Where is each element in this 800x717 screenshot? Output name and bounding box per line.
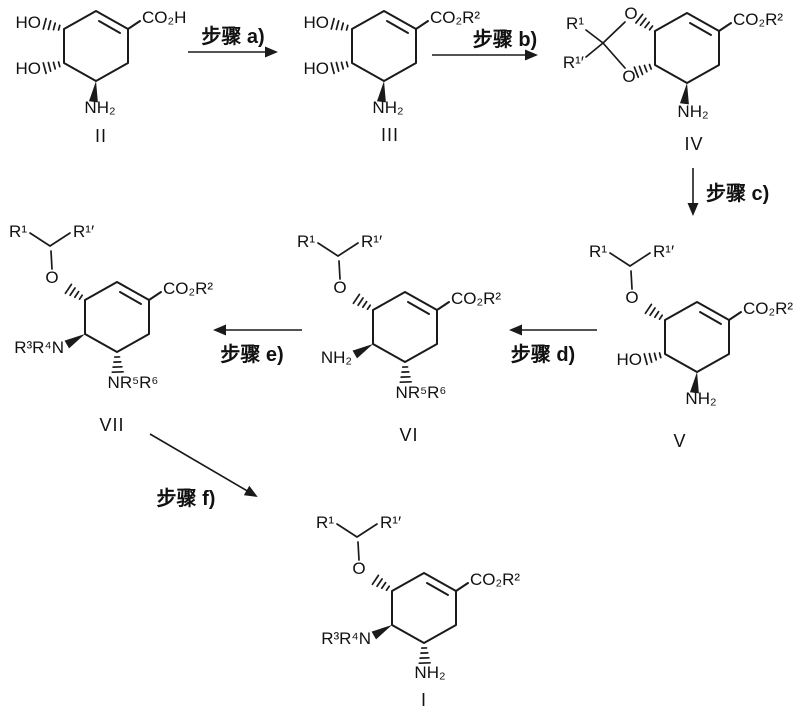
r1-prime-label: R¹′	[380, 513, 401, 532]
structure-III: CO₂R² HO HO NH₂ III	[304, 8, 481, 145]
hashed-bond	[42, 17, 62, 34]
amine-label: NH₂	[685, 389, 716, 408]
compound-number: III	[381, 125, 399, 145]
compound-number: VI	[399, 425, 418, 445]
hashed-bond	[633, 60, 654, 79]
dioxolane-bonds	[585, 21, 626, 69]
compound-number: II	[95, 126, 107, 146]
compound-number: V	[673, 431, 686, 451]
step-label: 步骤 a)	[201, 25, 264, 48]
arrow-step-c: 步骤 c)	[687, 168, 769, 216]
arrow-step-d: 步骤 d)	[509, 324, 597, 366]
cyclohexene-ring	[351, 10, 429, 82]
oxygen-label: O	[333, 278, 346, 297]
oxygen-label: O	[352, 559, 365, 578]
step-label: 步骤 f)	[157, 487, 216, 510]
structure-IV: O O R¹ R¹′ CO₂R² NH₂ IV	[563, 4, 784, 154]
amine2-label: NR⁵R⁶	[396, 383, 447, 402]
ester-group-label: CO₂R²	[163, 279, 213, 298]
amine-label: NH₂	[414, 663, 445, 682]
ester-group-label: CO₂R²	[470, 570, 520, 589]
hashed-bond	[635, 13, 656, 34]
amine2-label: NR⁵R⁶	[108, 373, 159, 392]
cyclohexene-ring	[654, 12, 732, 84]
hashed-bond	[417, 646, 431, 665]
amine3-label: R³R⁴N	[321, 629, 371, 648]
oxygen-label: O	[625, 288, 638, 307]
acid-group-label: CO₂H	[142, 8, 186, 27]
ester-group-label: CO₂R²	[430, 8, 480, 27]
amine3-label: R³R⁴N	[14, 338, 64, 357]
hashed-bond	[110, 355, 124, 374]
hydroxyl-label: HO	[16, 59, 42, 78]
arrow-line	[149, 433, 258, 498]
compound-number: VII	[99, 415, 124, 435]
r1-label: R¹	[316, 513, 334, 532]
amine-label: NH₂	[372, 98, 403, 117]
cyclohexene-ring	[664, 301, 742, 373]
hashed-bond	[330, 17, 350, 34]
amine-label: NH₂	[84, 98, 115, 117]
cyclohexene-ring	[63, 10, 141, 82]
structure-VI: R¹ R¹′ O NH₂ NR⁵R⁶ CO₂R² VI	[297, 232, 501, 445]
hydroxyl-label: HO	[304, 13, 330, 32]
cyclohexene-ring	[391, 572, 469, 644]
hydroxyl-label: HO	[617, 350, 643, 369]
step-label: 步骤 c)	[706, 182, 769, 205]
arrow-step-f: 步骤 f)	[149, 433, 258, 510]
oxygen-label: O	[45, 268, 58, 287]
hydroxyl-label: HO	[304, 59, 330, 78]
hydroxyl-label: HO	[16, 13, 42, 32]
hashed-bond	[643, 349, 663, 366]
arrow-step-e: 步骤 e)	[213, 324, 302, 366]
step-label: 步骤 e)	[220, 343, 283, 366]
structure-I: R¹ R¹′ O R³R⁴N NH₂ CO₂R² I	[316, 513, 520, 710]
ester-group-label: CO₂R²	[451, 289, 501, 308]
amine-label: NH₂	[321, 348, 352, 367]
structure-II: CO₂H HO HO NH₂ II	[16, 8, 187, 146]
compound-number: IV	[684, 134, 703, 154]
hashed-bond	[42, 58, 62, 75]
r1-label: R¹	[9, 222, 27, 241]
r1-prime-label: R¹′	[73, 222, 94, 241]
wedge-bond	[64, 330, 88, 349]
arrow-step-b: 步骤 b)	[432, 28, 538, 61]
step-label: 步骤 d)	[511, 343, 575, 366]
r1-prime-label: R¹′	[361, 232, 382, 251]
step-label: 步骤 b)	[473, 28, 537, 51]
amine-label: NH₂	[677, 102, 708, 121]
ester-group-label: CO₂R²	[733, 10, 783, 29]
r1-label: R¹	[566, 14, 584, 33]
r1-prime-label: R¹′	[563, 53, 584, 72]
r1-label: R¹	[297, 232, 315, 251]
oxygen-label: O	[622, 67, 635, 86]
arrow-step-a: 步骤 a)	[188, 25, 278, 58]
ester-group-label: CO₂R²	[743, 299, 793, 318]
hashed-bond	[398, 365, 412, 384]
wedge-bond	[371, 621, 395, 640]
hashed-bond	[330, 58, 350, 75]
wedge-bond	[352, 340, 376, 359]
oxygen-label: O	[624, 4, 637, 23]
r1-label: R¹	[589, 242, 607, 261]
compound-number: I	[421, 690, 427, 710]
cyclohexene-ring	[372, 291, 450, 363]
cyclohexene-ring	[84, 281, 162, 353]
structure-VII: R¹ R¹′ O R³R⁴N NR⁵R⁶ CO₂R² VII	[9, 222, 213, 435]
structure-V: R¹ R¹′ O HO NH₂ CO₂R² V	[589, 242, 793, 451]
r1-prime-label: R¹′	[653, 242, 674, 261]
